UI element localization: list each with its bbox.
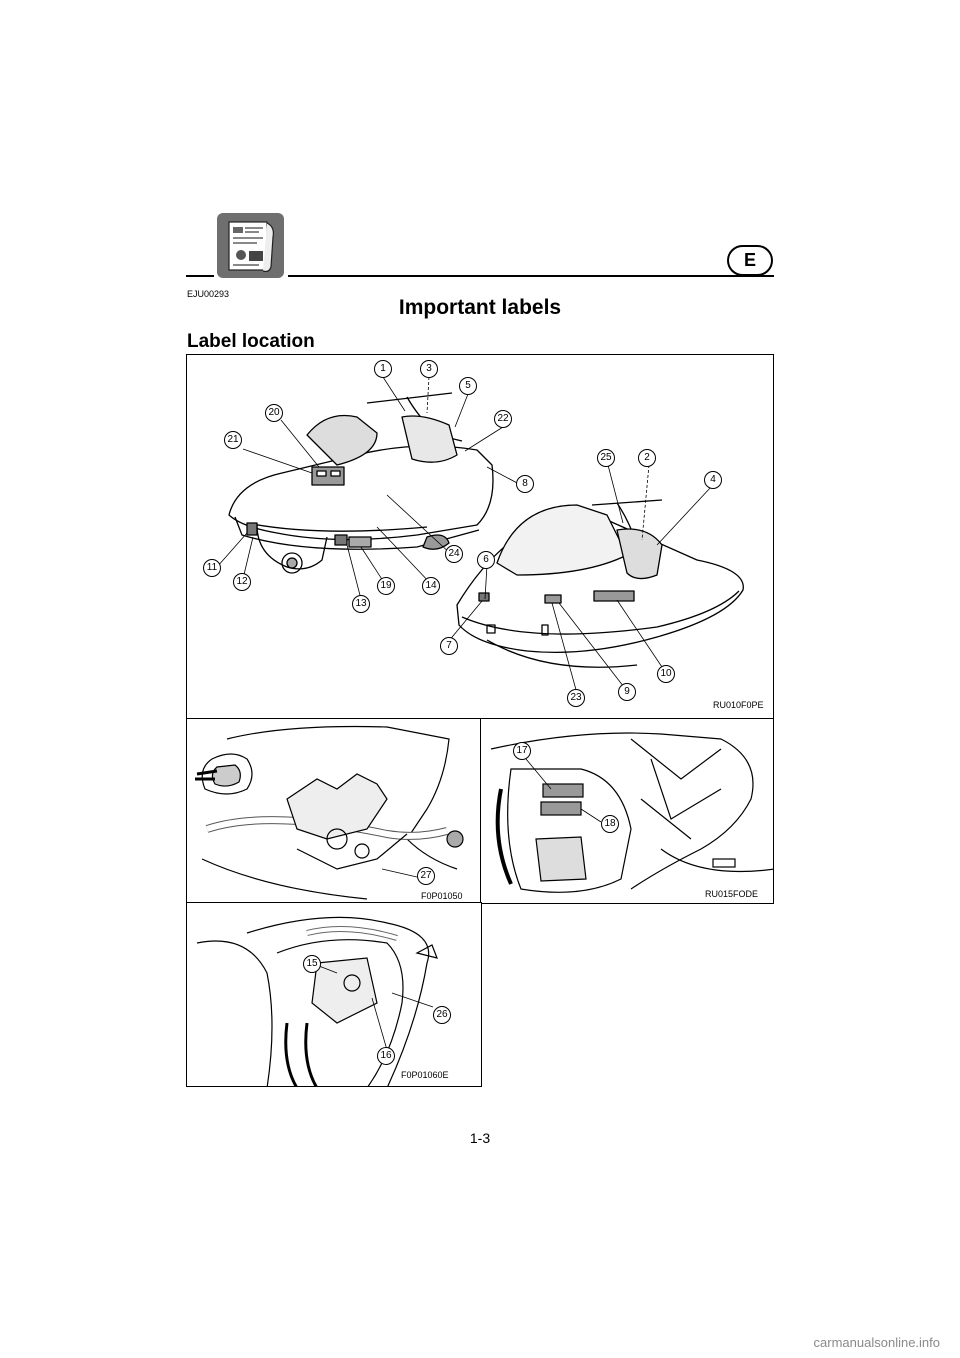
storage-illustration [196,916,438,1086]
callout-16: 16 [377,1047,395,1065]
figure-code-rear: RU015FODE [705,889,759,899]
callout-10: 10 [657,665,675,683]
figure-engine-compartment: 27 F0P01050 [186,718,482,904]
callout-8: 8 [516,475,534,493]
callout-17: 17 [513,742,531,760]
callout-5: 5 [459,377,477,395]
language-badge: E [727,245,773,276]
callout-3: 3 [420,360,438,378]
callout-26: 26 [433,1006,451,1024]
figure-code-engine: F0P01050 [421,891,463,901]
callout-14: 14 [422,577,440,595]
callout-20: 20 [265,404,283,422]
engine-illustration [195,725,464,900]
callout-19: 19 [377,577,395,595]
watercraft-illustration [216,376,744,698]
page-number: 1-3 [469,1130,491,1146]
page-title: Important labels [398,296,562,319]
header-rule-left [186,275,214,277]
callout-6: 6 [477,551,495,569]
header-rule-right [288,275,774,277]
callout-12: 12 [233,573,251,591]
callout-25: 25 [597,449,615,467]
callout-9: 9 [618,683,636,701]
figure-main-watercraft: 1 3 5 20 22 21 8 25 2 4 11 12 24 6 13 19… [186,354,774,720]
callout-27: 27 [417,867,435,885]
callout-1: 1 [374,360,392,378]
callout-18: 18 [601,815,619,833]
manual-book-icon [217,213,284,278]
callout-2: 2 [638,449,656,467]
callout-7: 7 [440,637,458,655]
figure-code-storage: F0P01060E [401,1070,449,1080]
doc-code: EJU00293 [187,289,230,299]
section-heading: Label location [187,331,315,352]
callout-24: 24 [445,545,463,563]
callout-13: 13 [352,595,370,613]
callout-4: 4 [704,471,722,489]
watermark-link[interactable]: carmanualsonline.info [813,1335,940,1350]
callout-21: 21 [224,431,242,449]
callout-15: 15 [303,955,321,973]
figure-rear-compartment: 17 18 RU015FODE [480,718,774,904]
callout-11: 11 [203,559,221,577]
figure-code-main: RU010F0PE [713,700,764,710]
callout-22: 22 [494,410,512,428]
rear-illustration [490,732,773,893]
figure-front-storage: 15 26 16 F0P01060E [186,902,482,1087]
callout-23: 23 [567,689,585,707]
